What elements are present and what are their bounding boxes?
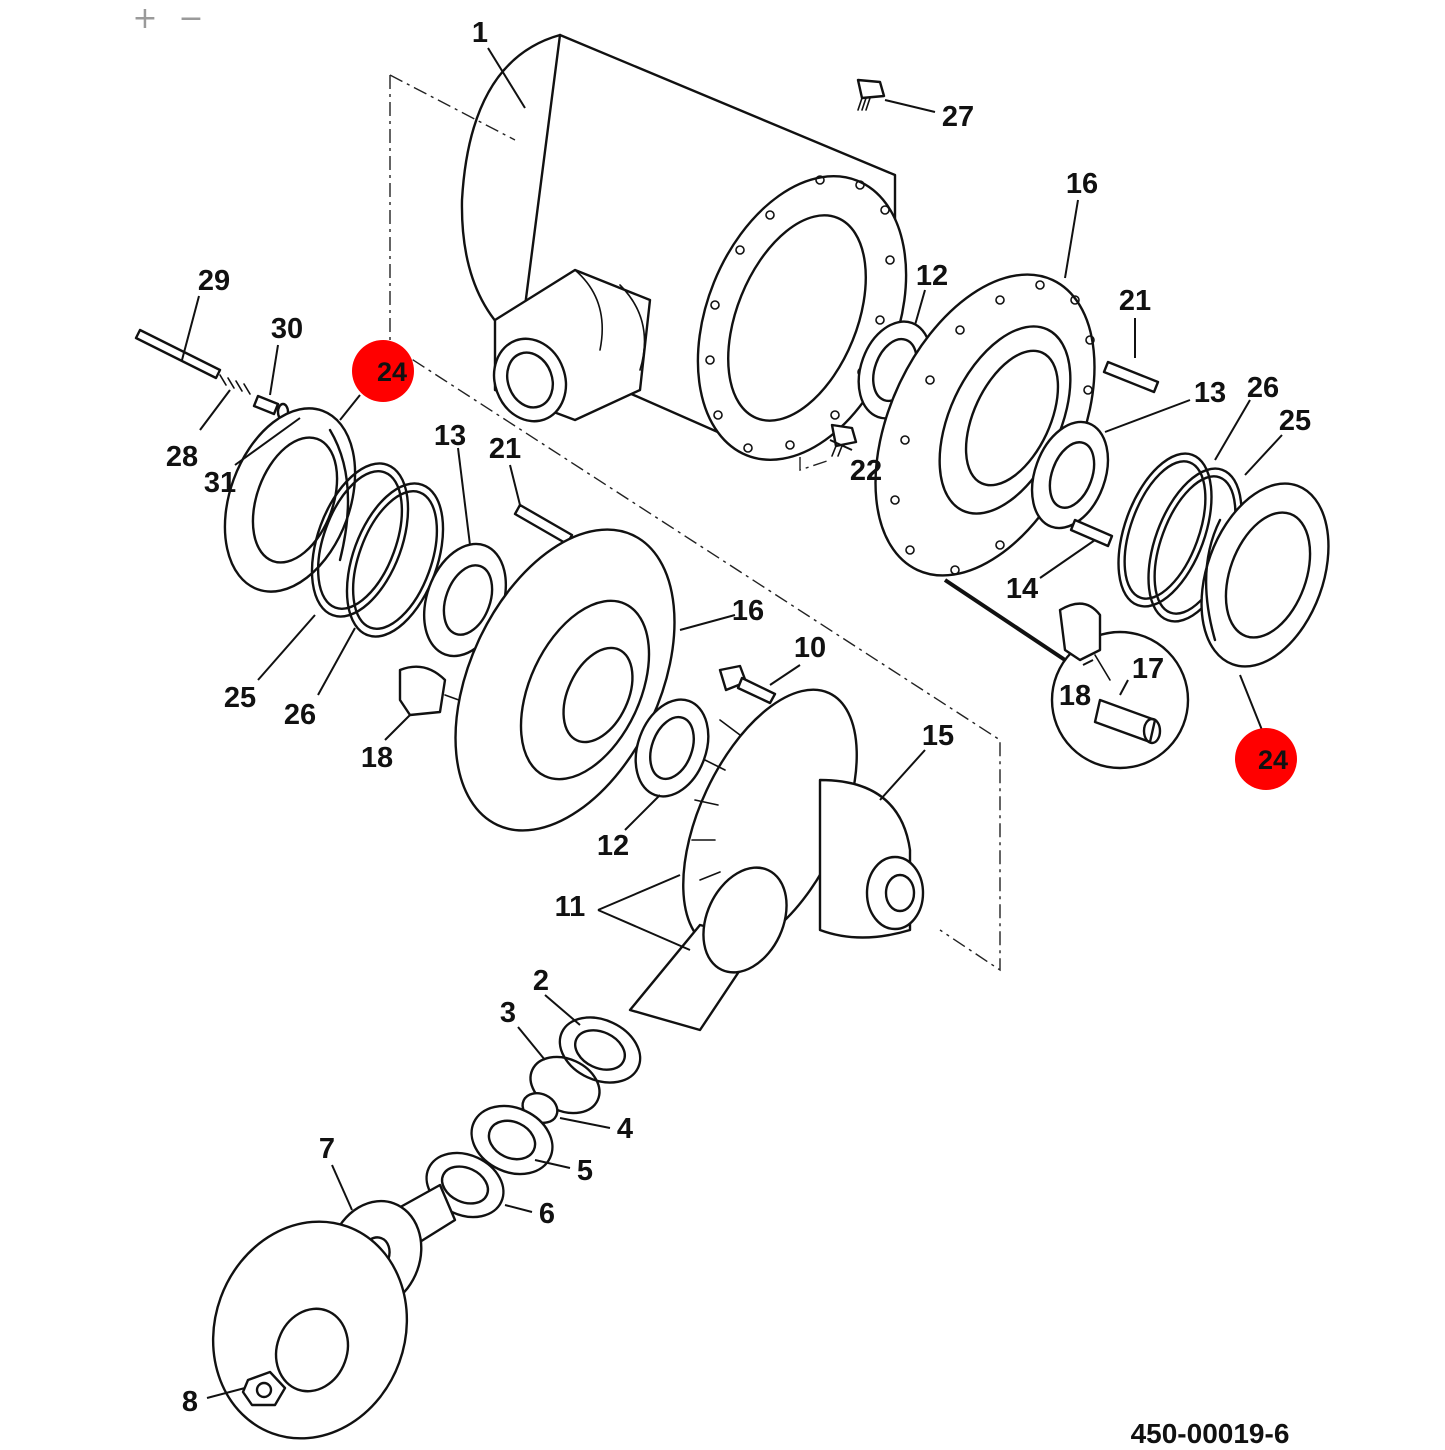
label-7: 7 (319, 1133, 335, 1165)
label-18-left: 18 (361, 742, 393, 774)
plug-22-drawing (830, 423, 858, 457)
label-12-lower: 12 (597, 830, 629, 862)
label-28: 28 (166, 441, 198, 473)
carrier-16-left-drawing (454, 528, 676, 832)
differential-assembly-drawing (628, 688, 925, 1032)
label-21-left: 21 (489, 433, 521, 465)
callout-label: 24 (377, 357, 407, 387)
label-31: 31 (204, 467, 236, 499)
highlight-marker (1235, 728, 1297, 790)
label-4: 4 (617, 1113, 633, 1145)
pin-21-right-drawing (1102, 360, 1160, 394)
label-26-left: 26 (284, 699, 316, 731)
screw-27-drawing (856, 78, 886, 111)
housing-drawing (460, 33, 908, 461)
label-29: 29 (198, 265, 230, 297)
leader-lines (181, 47, 1283, 1399)
label-26-right: 26 (1247, 372, 1279, 404)
label-3: 3 (500, 997, 516, 1029)
brake-disc-drawing (211, 1220, 409, 1440)
label-14: 14 (1006, 573, 1038, 605)
cover-24-right-drawing (1200, 482, 1330, 668)
pin-21-left-drawing (513, 503, 574, 546)
cover-24-left-drawing (223, 407, 357, 593)
label-5: 5 (577, 1155, 593, 1187)
label-21-right: 21 (1119, 285, 1151, 317)
callout-label: 24 (1258, 745, 1288, 775)
highlight-marker (352, 340, 414, 402)
label-16-right: 16 (1066, 168, 1098, 200)
label-12-upper: 12 (916, 260, 948, 292)
figure-id: 450-00019-6 (1131, 1418, 1290, 1445)
highlight-callout-24-right[interactable]: 24 (1235, 728, 1297, 790)
zoom-out-button[interactable]: − (178, 1, 204, 36)
label-22: 22 (850, 455, 882, 487)
label-2: 2 (533, 965, 549, 997)
highlight-callout-24-left[interactable]: 24 (352, 340, 414, 402)
label-30: 30 (271, 313, 303, 345)
label-11: 11 (555, 891, 586, 923)
label-15: 15 (922, 720, 954, 752)
part-labels: 1 27 16 12 21 13 26 25 22 14 17 18 29 30… (166, 17, 1311, 1418)
label-8: 8 (182, 1386, 198, 1418)
label-1: 1 (472, 17, 488, 49)
label-13-left: 13 (434, 420, 466, 452)
label-27: 27 (942, 101, 974, 133)
detail-inset-drawing (943, 578, 1190, 770)
nut-13-right-drawing (1030, 420, 1110, 530)
label-13-right: 13 (1194, 377, 1226, 409)
label-18-right: 18 (1059, 680, 1091, 712)
zoom-in-button[interactable]: + (132, 1, 158, 36)
label-25-right: 25 (1279, 405, 1311, 437)
pinion-bearings-drawing (425, 1016, 642, 1219)
label-10: 10 (794, 632, 826, 664)
label-17: 17 (1132, 653, 1164, 685)
breather-assembly-drawing (134, 328, 290, 422)
label-25-left: 25 (224, 682, 256, 714)
bolt-10-drawing (718, 664, 777, 705)
dowel-14-drawing (1069, 518, 1114, 548)
label-16-left: 16 (732, 595, 764, 627)
o-rings-right-drawing (1117, 452, 1243, 623)
bearing-12-lower-drawing (634, 698, 710, 798)
label-6: 6 (539, 1198, 555, 1230)
